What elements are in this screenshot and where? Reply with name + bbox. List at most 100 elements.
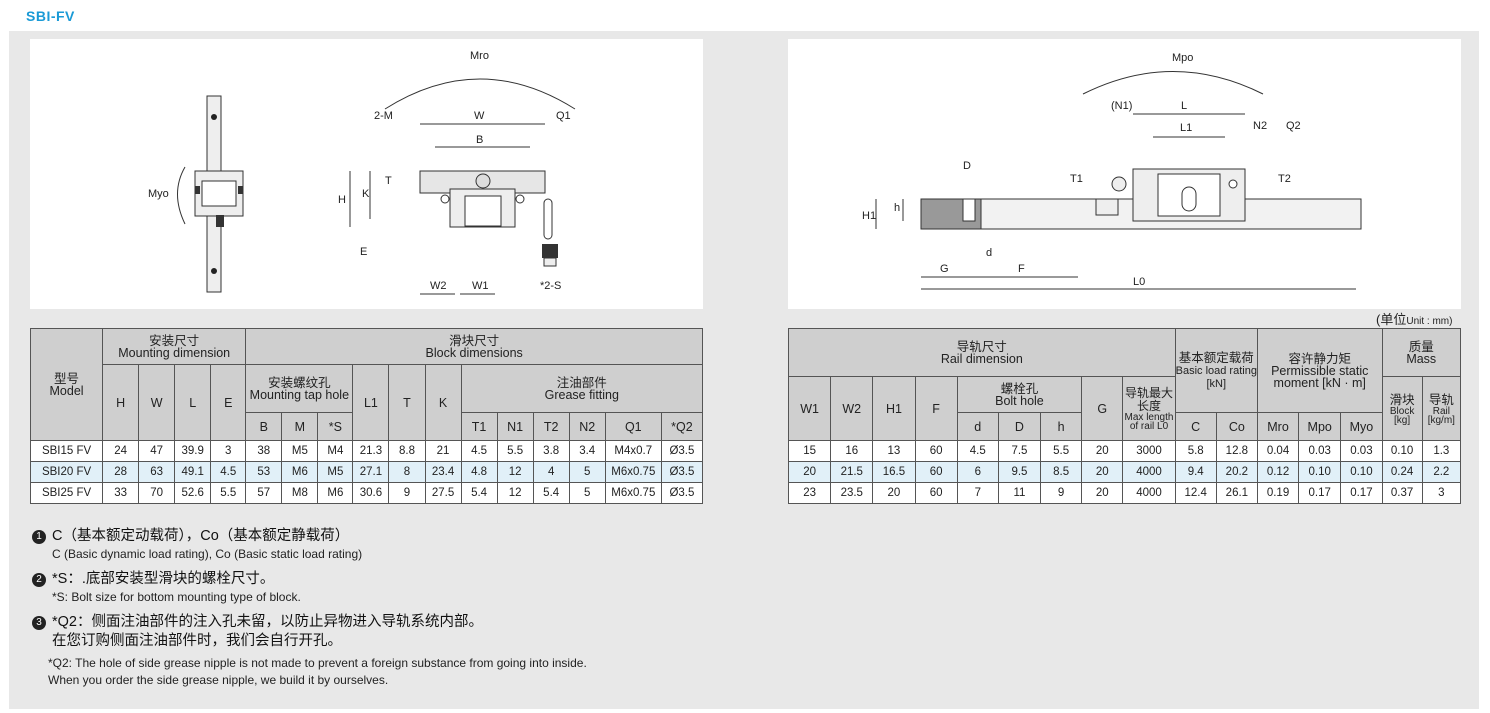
col-c: C xyxy=(1174,412,1217,441)
table-cell: 21 xyxy=(424,440,462,462)
table-cell: 9 xyxy=(1040,482,1083,504)
table-cell: 47 xyxy=(138,440,176,462)
label-n2: N2 xyxy=(1253,120,1267,132)
note-2: 2*S：.底部安装型滑块的螺栓尺寸。 *S: Bolt size for bot… xyxy=(32,570,732,606)
table-cell: SBI25 FV xyxy=(29,482,104,504)
col-t1: T1 xyxy=(460,412,498,441)
rail-diagram-right: Mpo L L1 (N1) N2 Q2 D T1 T2 H1 h d G F L… xyxy=(788,39,1461,309)
table-cell: M8 xyxy=(281,482,319,504)
col-t: T xyxy=(388,364,426,441)
label-h-small: h xyxy=(894,202,900,214)
table-cell: 13 xyxy=(872,440,916,462)
grease-cn: 注油部件 xyxy=(556,375,607,390)
label-l0: L0 xyxy=(1133,276,1145,288)
table-cell: 27.5 xyxy=(424,482,462,504)
table-cell: 5.5 xyxy=(1040,440,1083,462)
model-cn: 型号 xyxy=(54,371,80,386)
col-d-small: d xyxy=(956,412,999,441)
label-mro: Mro xyxy=(470,50,489,62)
note-3-cn: *Q2：侧面注油部件的注入孔未留，以防止异物进入导轨系统内部。 xyxy=(52,614,483,630)
table-cell: 49.1 xyxy=(174,461,212,483)
table-cell: 52.6 xyxy=(174,482,212,504)
label-mpo: Mpo xyxy=(1172,52,1193,64)
grease-en: Grease fitting xyxy=(544,387,619,402)
maxlen-cn: 导轨最大长度 xyxy=(1124,385,1173,413)
table-cell: 38 xyxy=(245,440,283,462)
table-cell: 20 xyxy=(872,482,916,504)
bolt-en: Bolt hole xyxy=(995,393,1044,408)
table-cell: Ø3.5 xyxy=(660,482,704,504)
mount-cn: 安装尺寸 xyxy=(149,333,200,348)
table-cell: M6x0.75 xyxy=(604,482,662,504)
label-t1: T1 xyxy=(1070,173,1083,185)
table-cell: 20 xyxy=(1081,461,1124,483)
table-cell: M6 xyxy=(281,461,319,483)
col-l: L xyxy=(174,364,212,441)
maxlen-en: Max length of rail L0 xyxy=(1124,411,1174,432)
bolt-cn: 螺栓孔 xyxy=(1000,381,1039,396)
table-cell: 1.3 xyxy=(1421,440,1462,462)
table-cell: 6 xyxy=(956,461,999,483)
table-cell: 4000 xyxy=(1122,461,1176,483)
table-cell: 0.24 xyxy=(1381,461,1423,483)
table-cell: M5 xyxy=(281,440,319,462)
table-cell: 2.2 xyxy=(1421,461,1462,483)
label-w2: W2 xyxy=(430,280,447,292)
note-1-cn: C（基本额定动载荷），Co（基本额定静载荷） xyxy=(52,528,350,544)
col-m: M xyxy=(281,412,319,441)
label-g: G xyxy=(940,263,949,275)
label-l1: L1 xyxy=(1180,122,1192,134)
table-cell: 9 xyxy=(388,482,426,504)
label-d-small: d xyxy=(986,247,992,259)
table-cell: 11 xyxy=(997,482,1042,504)
table-cell: 5 xyxy=(568,461,606,483)
note-3-bullet: 3 xyxy=(32,616,46,630)
col-co: Co xyxy=(1215,412,1258,441)
mount-en: Mounting dimension xyxy=(118,345,231,360)
table-cell: 0.37 xyxy=(1381,482,1423,504)
col-q2: *Q2 xyxy=(660,412,704,441)
col-q1: Q1 xyxy=(604,412,662,441)
mass-en: Mass xyxy=(1406,351,1437,366)
table-cell: 3000 xyxy=(1122,440,1176,462)
table-cell: 8 xyxy=(388,461,426,483)
table-cell: 57 xyxy=(245,482,283,504)
table-cell: 60 xyxy=(914,440,958,462)
rail-mass-cn: 导轨 xyxy=(1428,392,1454,407)
unit-cn: (单位 xyxy=(1376,312,1407,327)
table-cell: 39.9 xyxy=(174,440,212,462)
label-l: L xyxy=(1181,100,1187,112)
col-k: K xyxy=(424,364,462,441)
col-g: G xyxy=(1081,376,1124,441)
unit-en: Unit : mm) xyxy=(1406,316,1453,327)
table-cell: 27.1 xyxy=(352,461,390,483)
table-cell: 53 xyxy=(245,461,283,483)
col-h-small: h xyxy=(1040,412,1083,441)
table-cell: 23.4 xyxy=(424,461,462,483)
table-cell: 12.4 xyxy=(1174,482,1217,504)
table-cell: 15 xyxy=(787,440,832,462)
label-h1: H1 xyxy=(862,210,876,222)
rail-mass-en: Rail [kg/m] xyxy=(1427,405,1455,426)
col-b: B xyxy=(245,412,283,441)
col-t2: T2 xyxy=(532,412,570,441)
table-cell: 60 xyxy=(914,461,958,483)
note-3-en: *Q2: The hole of side grease nipple is n… xyxy=(48,656,587,670)
col-l1: L1 xyxy=(352,364,390,441)
col-h: H xyxy=(102,364,140,441)
table-cell: 3 xyxy=(1421,482,1462,504)
label-q1: Q1 xyxy=(556,110,571,122)
table-cell: 3.8 xyxy=(532,440,570,462)
